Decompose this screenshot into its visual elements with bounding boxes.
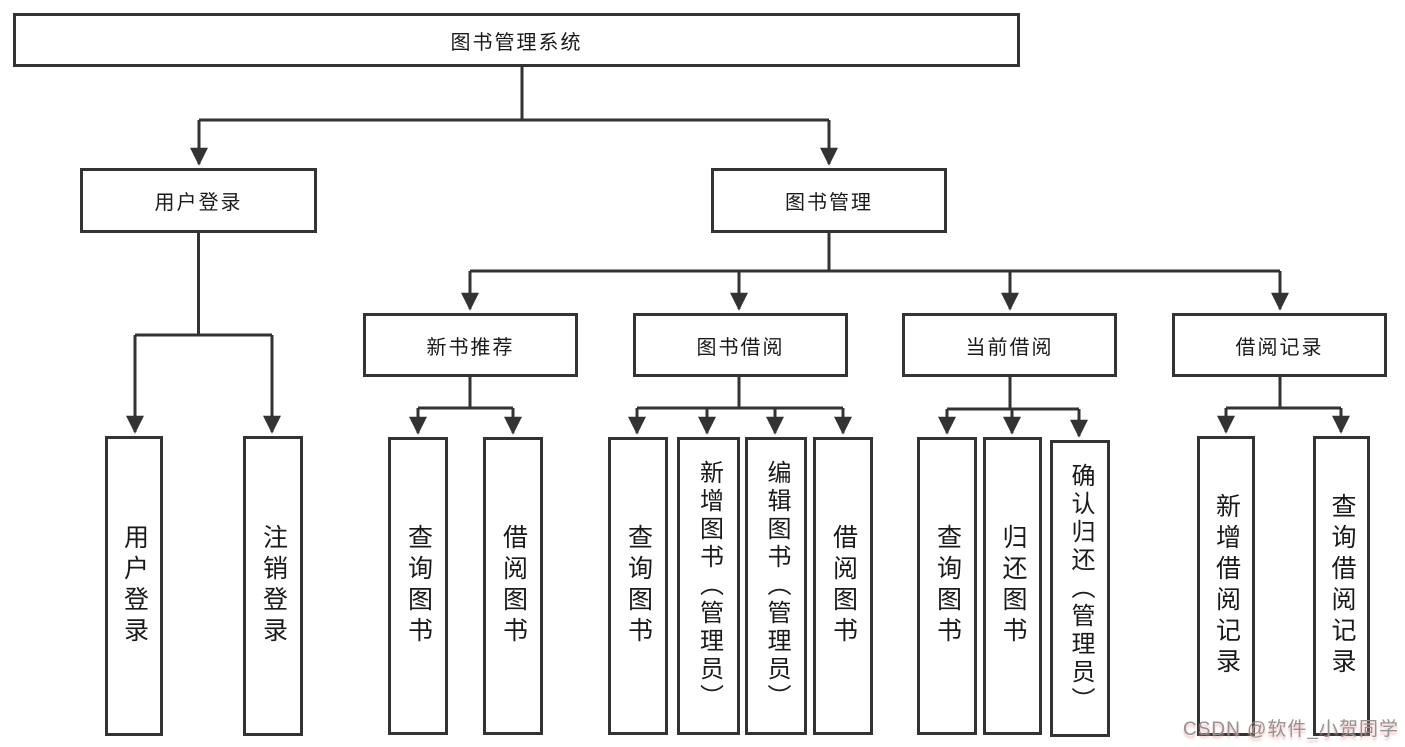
leaf-edit-books-admin-label: 编辑图书（管理员） [763, 460, 790, 712]
node-borrowing-records-label: 借阅记录 [1235, 336, 1324, 359]
leaf-borrow-books-recommend: 借阅图书 [483, 437, 543, 735]
leaf-confirm-return-admin: 确认归还（管理员） [1050, 440, 1110, 737]
leaf-borrow-books-label: 借阅图书 [829, 524, 858, 648]
leaf-add-books-admin-label: 新增图书（管理员） [695, 460, 723, 712]
leaf-confirm-return-admin-label: 确认归还（管理员） [1067, 462, 1094, 715]
leaf-logout: 注销登录 [243, 436, 303, 736]
leaf-query-books-recommend: 查询图书 [388, 437, 448, 735]
node-library-management-system: 图书管理系统 [13, 13, 1020, 67]
leaf-add-borrow-record-label: 新增借阅记录 [1212, 493, 1241, 679]
node-library-management-system-label: 图书管理系统 [450, 31, 583, 54]
node-current-borrowing: 当前借阅 [902, 313, 1117, 377]
node-book-management: 图书管理 [711, 168, 947, 233]
leaf-edit-books-admin: 编辑图书（管理员） [745, 437, 807, 735]
leaf-add-borrow-record: 新增借阅记录 [1197, 436, 1255, 736]
leaf-return-books: 归还图书 [983, 437, 1042, 735]
leaf-query-books-current-label: 查询图书 [933, 524, 962, 648]
leaf-query-books-recommend-label: 查询图书 [404, 524, 433, 648]
csdn-watermark: CSDN @软件_小贺同学 [1183, 719, 1399, 740]
node-user-login-label: 用户登录 [154, 192, 243, 214]
leaf-query-borrow-record-label: 查询借阅记录 [1328, 493, 1356, 679]
leaf-return-books-label: 归还图书 [999, 524, 1027, 648]
node-book-borrowing: 图书借阅 [633, 313, 848, 377]
leaf-add-books-admin: 新增图书（管理员） [677, 437, 740, 735]
node-user-login: 用户登录 [80, 168, 317, 233]
leaf-query-books-borrowing: 查询图书 [608, 437, 668, 735]
leaf-query-books-borrowing-label: 查询图书 [624, 524, 653, 648]
node-borrowing-records: 借阅记录 [1172, 313, 1387, 377]
node-current-borrowing-label: 当前借阅 [965, 336, 1054, 359]
node-new-book-recommend: 新书推荐 [363, 313, 578, 377]
node-book-borrowing-label: 图书借阅 [696, 336, 785, 359]
node-book-management-label: 图书管理 [785, 192, 873, 214]
leaf-query-borrow-record: 查询借阅记录 [1313, 436, 1370, 736]
leaf-logout-label: 注销登录 [259, 524, 288, 648]
leaf-query-books-current: 查询图书 [917, 437, 977, 735]
leaf-user-login: 用户登录 [105, 436, 163, 736]
node-new-book-recommend-label: 新书推荐 [426, 336, 515, 359]
leaf-borrow-books-recommend-label: 借阅图书 [499, 524, 528, 648]
leaf-user-login-label: 用户登录 [120, 524, 149, 648]
leaf-borrow-books: 借阅图书 [813, 437, 873, 735]
